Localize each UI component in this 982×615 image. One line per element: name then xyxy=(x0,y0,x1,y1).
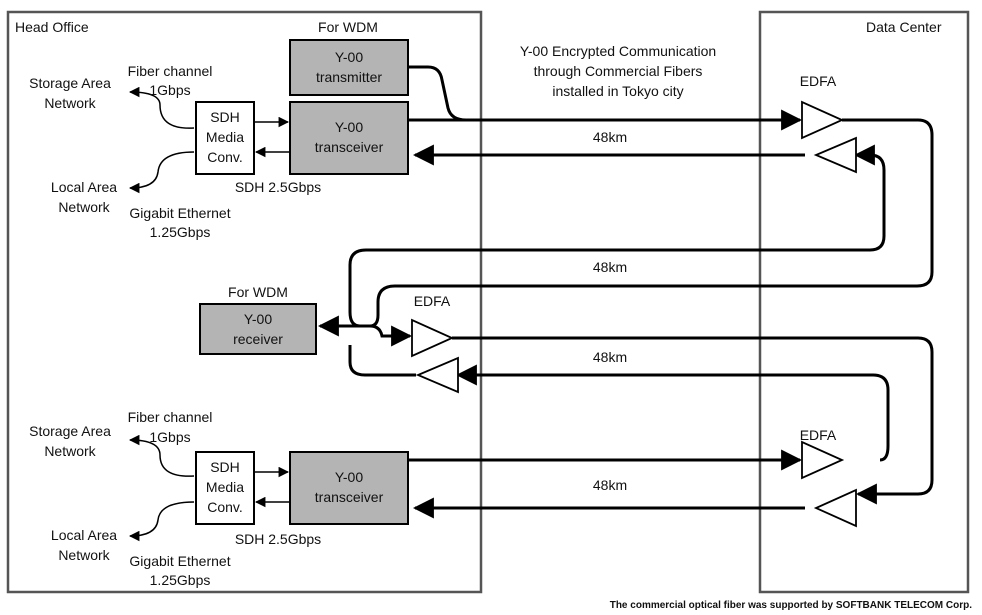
footer-credit: The commercial optical fiber was support… xyxy=(610,600,972,611)
sdh-media-conv-box-bottom xyxy=(195,451,255,525)
lan-link-bottom xyxy=(128,501,195,542)
edfa-amplifier-6 xyxy=(813,488,857,528)
lan-label-bottom-2: Network xyxy=(58,547,110,563)
loop-edfa2-in xyxy=(348,144,886,328)
receiver-line-2: receiver xyxy=(233,331,283,347)
fiber-line-3-return xyxy=(455,364,890,462)
san-label-top-1: Storage Area xyxy=(29,75,111,91)
sdh-bottom-line-1: SDH xyxy=(210,459,240,475)
distance-label-4: 48km xyxy=(593,477,627,493)
sdh-media-conv-box-top xyxy=(195,101,255,175)
sdh-rate-top: SDH 2.5Gbps xyxy=(235,179,321,195)
lan-link-top xyxy=(128,151,195,194)
fiber-channel-bottom-1: Fiber channel xyxy=(128,409,213,425)
edfa-label-3: EDFA xyxy=(800,427,837,443)
sdh-bottom-line-3: Conv. xyxy=(207,499,243,515)
transmitter-line-2: transmitter xyxy=(316,69,382,85)
edfa-amplifier-2 xyxy=(813,136,857,174)
distance-label-1: 48km xyxy=(593,129,627,145)
gigabit-bottom-1: Gigabit Ethernet xyxy=(129,553,230,569)
sdh-rate-bottom: SDH 2.5Gbps xyxy=(235,531,321,547)
fibers-caption-1: Y-00 Encrypted Communication xyxy=(520,43,716,59)
transceiver-top-line-1: Y-00 xyxy=(335,119,364,135)
sdh-top-line-2: Media xyxy=(206,129,244,145)
receiver-line-1: Y-00 xyxy=(244,311,273,327)
gigabit-bottom-2: 1.25Gbps xyxy=(150,572,211,588)
loop-edfa1-out xyxy=(369,118,934,328)
for-wdm-label-middle: For WDM xyxy=(228,284,288,300)
lan-label-top-2: Network xyxy=(58,199,110,215)
fiber-channel-top-2: 1Gbps xyxy=(149,82,190,98)
san-label-bottom-2: Network xyxy=(44,443,96,459)
fibers-caption-2: through Commercial Fibers xyxy=(534,63,703,79)
transceiver-bottom-line-1: Y-00 xyxy=(335,469,364,485)
edfa-amplifier-4 xyxy=(415,356,459,394)
gigabit-top-1: Gigabit Ethernet xyxy=(129,205,230,221)
y00-transmitter-box xyxy=(289,39,409,96)
edfa-amplifier-3 xyxy=(411,318,455,358)
edfa-label-1: EDFA xyxy=(800,73,837,89)
head-office-region xyxy=(6,10,483,594)
for-wdm-label-top: For WDM xyxy=(318,19,378,35)
data-center-label: Data Center xyxy=(866,19,942,35)
lan-label-bottom-1: Local Area xyxy=(51,527,117,543)
lan-label-top-1: Local Area xyxy=(51,179,117,195)
san-label-bottom-1: Storage Area xyxy=(29,423,111,439)
fiber-line-3 xyxy=(452,336,934,505)
san-label-top-2: Network xyxy=(44,95,96,111)
loop-edfa4-out xyxy=(348,345,416,377)
fiber-channel-top-1: Fiber channel xyxy=(128,63,213,79)
transmitter-fiber xyxy=(408,65,467,122)
fibers-caption-3: installed in Tokyo city xyxy=(552,83,683,99)
edfa-label-2: EDFA xyxy=(414,293,451,309)
data-center-region xyxy=(758,10,970,594)
head-office-label: Head Office xyxy=(15,19,89,35)
sdh-top-line-1: SDH xyxy=(210,109,240,125)
y00-transceiver-box-bottom xyxy=(289,451,409,525)
loop-edfa3-in xyxy=(369,324,413,347)
transmitter-line-1: Y-00 xyxy=(335,49,364,65)
distance-label-2: 48km xyxy=(593,259,627,275)
sdh-top-line-3: Conv. xyxy=(207,149,243,165)
san-link-bottom xyxy=(128,434,195,477)
transceiver-bottom-line-2: transceiver xyxy=(315,489,384,505)
y00-transceiver-box-top xyxy=(289,101,409,175)
fiber-channel-bottom-2: 1Gbps xyxy=(149,429,190,445)
san-link-top xyxy=(128,86,195,129)
gigabit-top-2: 1.25Gbps xyxy=(150,224,211,240)
distance-label-3: 48km xyxy=(593,349,627,365)
transceiver-top-line-2: transceiver xyxy=(315,139,384,155)
edfa-amplifier-1 xyxy=(801,100,845,140)
edfa-amplifier-5 xyxy=(801,440,845,480)
sdh-bottom-line-2: Media xyxy=(206,479,244,495)
y00-receiver-box xyxy=(199,303,317,355)
